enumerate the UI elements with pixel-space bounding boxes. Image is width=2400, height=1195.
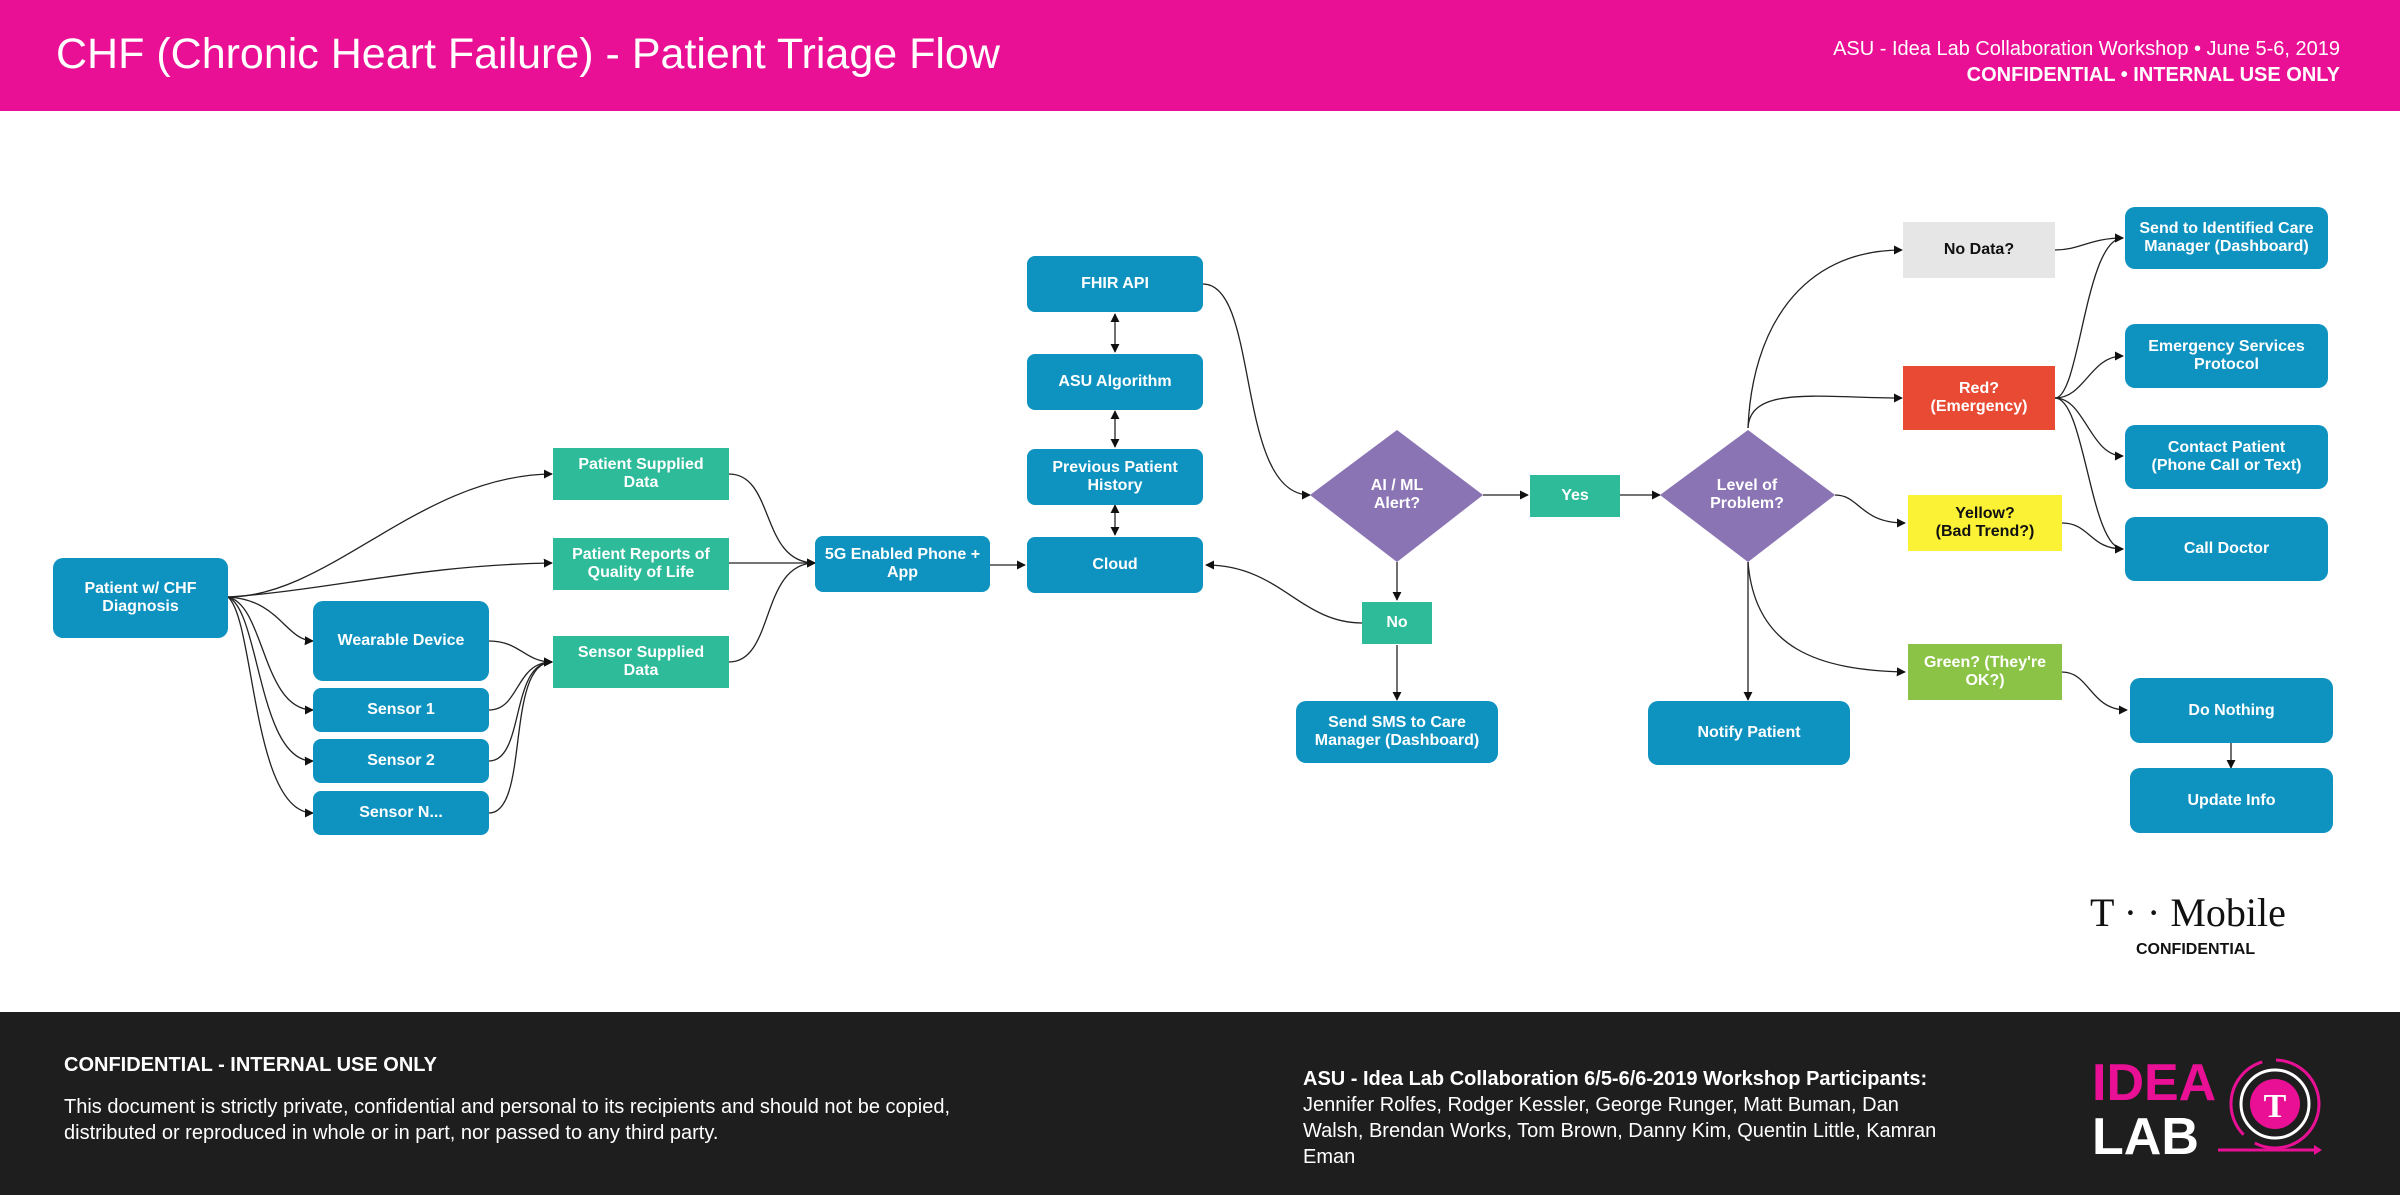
- node-quality-of-life: Patient Reports of Quality of Life: [553, 538, 729, 590]
- header-info: ASU - Idea Lab Collaboration Workshop • …: [1833, 36, 2340, 88]
- node-sensor-1: Sensor 1: [313, 688, 489, 732]
- footer: CONFIDENTIAL - INTERNAL USE ONLY This do…: [0, 1012, 2400, 1195]
- node-call-doctor: Call Doctor: [2125, 517, 2328, 581]
- svg-text:T: T: [2264, 1088, 2287, 1125]
- footer-participants: ASU - Idea Lab Collaboration 6/5-6/6-201…: [1303, 1066, 1963, 1170]
- node-green-ok: Green? (They're OK?): [1908, 644, 2062, 700]
- node-update-info: Update Info: [2130, 768, 2333, 833]
- footer-confidential-title: CONFIDENTIAL - INTERNAL USE ONLY: [64, 1054, 437, 1076]
- node-yellow-trend: Yellow? (Bad Trend?): [1908, 495, 2062, 551]
- level-diamond: [1660, 430, 1835, 562]
- node-sensor-2: Sensor 2: [313, 739, 489, 783]
- idealab-logo-bottom: LAB: [2092, 1108, 2199, 1160]
- node-cloud: Cloud: [1027, 537, 1203, 593]
- node-red-emergency: Red? (Emergency): [1903, 366, 2055, 430]
- page-title: CHF (Chronic Heart Failure) - Patient Tr…: [56, 30, 1000, 78]
- ai-alert-diamond: [1310, 430, 1483, 562]
- header-bar: CHF (Chronic Heart Failure) - Patient Tr…: [0, 0, 2400, 111]
- node-no-data: No Data?: [1903, 222, 2055, 278]
- footer-confidential-text: This document is strictly private, confi…: [64, 1096, 951, 1144]
- node-sensor-n: Sensor N...: [313, 791, 489, 835]
- event-label: ASU - Idea Lab Collaboration Workshop • …: [1833, 38, 2340, 60]
- level-label: Level of Problem?: [1710, 477, 1784, 512]
- node-patient-supplied-data: Patient Supplied Data: [553, 448, 729, 500]
- tmobile-logo: T · · Mobile·: [2090, 890, 2290, 935]
- node-notify-patient: Notify Patient: [1648, 701, 1850, 765]
- node-wearable-device: Wearable Device: [313, 601, 489, 681]
- participants-title: ASU - Idea Lab Collaboration 6/5-6/6-201…: [1303, 1068, 1928, 1090]
- idealab-logo-top: IDEA: [2092, 1054, 2216, 1112]
- footer-confidential: CONFIDENTIAL - INTERNAL USE ONLY This do…: [64, 1054, 1064, 1146]
- node-do-nothing: Do Nothing: [2130, 678, 2333, 743]
- tmobile-logo-text: T · · Mobile·: [2090, 890, 2290, 935]
- tmobile-confidential: CONFIDENTIAL: [2136, 941, 2256, 958]
- node-contact-patient: Contact Patient (Phone Call or Text): [2125, 425, 2328, 489]
- node-5g-phone: 5G Enabled Phone + App: [815, 536, 990, 592]
- node-patient: Patient w/ CHF Diagnosis: [53, 558, 228, 638]
- idealab-logo: IDEA LAB T: [2092, 1054, 2322, 1160]
- node-sensor-supplied-data: Sensor Supplied Data: [553, 636, 729, 688]
- node-no: No: [1362, 602, 1432, 644]
- node-send-sms: Send SMS to Care Manager (Dashboard): [1296, 701, 1498, 763]
- node-previous-history: Previous Patient History: [1027, 449, 1203, 505]
- node-yes: Yes: [1530, 475, 1620, 517]
- node-emergency-protocol: Emergency Services Protocol: [2125, 324, 2328, 388]
- participants-list: Jennifer Rolfes, Rodger Kessler, George …: [1303, 1094, 1937, 1168]
- node-send-care-manager: Send to Identified Care Manager (Dashboa…: [2125, 207, 2328, 269]
- ai-alert-label: AI / ML Alert?: [1370, 477, 1424, 512]
- node-fhir-api: FHIR API: [1027, 256, 1203, 312]
- node-asu-algorithm: ASU Algorithm: [1027, 354, 1203, 410]
- header-confidential: CONFIDENTIAL • INTERNAL USE ONLY: [1966, 64, 2340, 86]
